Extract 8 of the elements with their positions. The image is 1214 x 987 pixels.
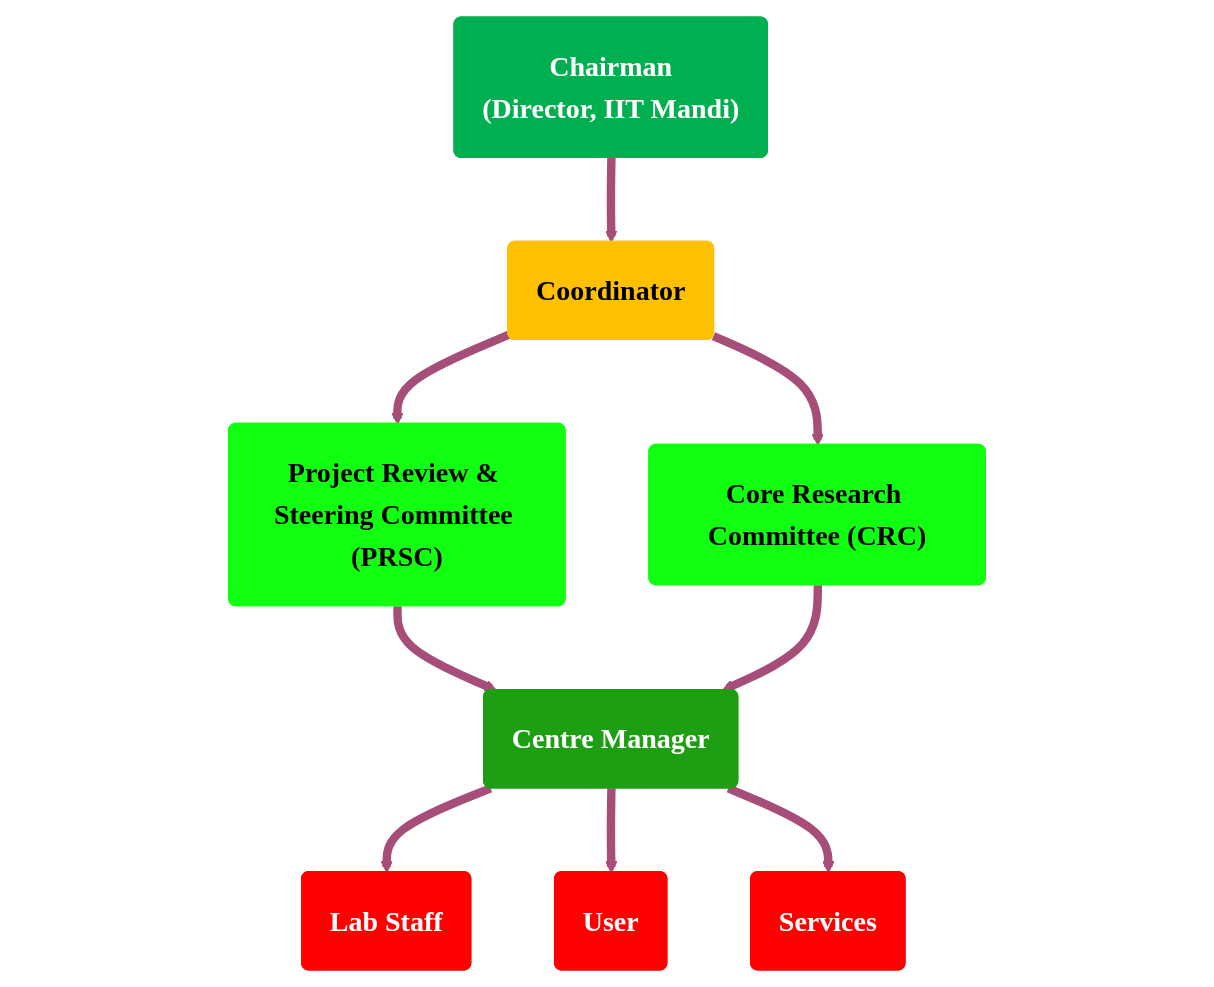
arrow: [722, 585, 823, 692]
arrow: [605, 157, 618, 243]
arrow: [380, 784, 493, 873]
arrow: [726, 784, 835, 873]
arrow: [605, 788, 618, 873]
arrow: [711, 332, 824, 446]
arrow: [391, 330, 511, 425]
arrow: [393, 606, 497, 692]
